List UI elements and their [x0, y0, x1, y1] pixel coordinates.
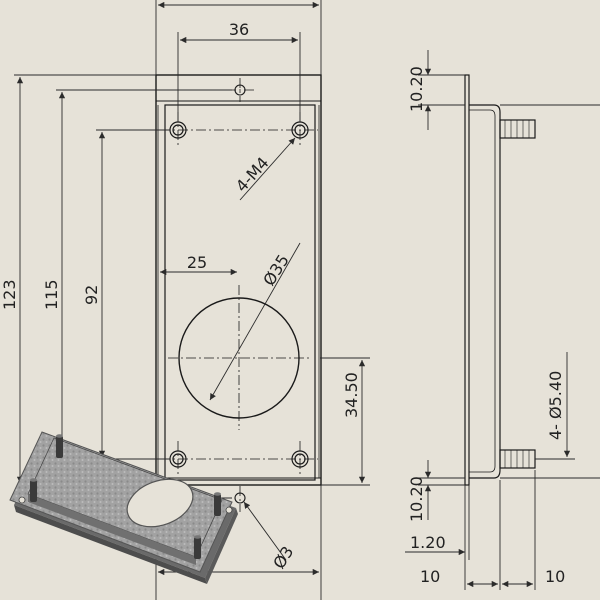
dim-height-92: 92 [82, 285, 101, 305]
side-flange [464, 74, 470, 486]
side-view [464, 74, 536, 486]
dim-side-10-left: 10 [420, 567, 440, 586]
dim-flange-top: 10.20 [407, 66, 426, 112]
dim-height-123: 123 [0, 279, 19, 310]
dim-flange-bottom: 10.20 [407, 476, 426, 522]
dim-stud-dia: 4- Ø5.40 [546, 371, 565, 440]
dim-hole-offset: 25 [187, 253, 207, 272]
iso-preview [9, 431, 238, 584]
dim-side-10-right: 10 [545, 567, 565, 586]
iso-big-hole [126, 478, 194, 528]
stud-top [499, 119, 536, 139]
box-outline [164, 104, 316, 481]
plate-outline [155, 74, 322, 486]
dim-center-34-50: 34.50 [342, 372, 361, 418]
dim-hole-spacing: 36 [229, 20, 249, 39]
side-dimension-text: 10.20 10.20 1.20 10 10 105 4- Ø5.40 [407, 66, 600, 586]
dim-thickness: 1.20 [410, 533, 446, 552]
dim-height-115: 115 [42, 279, 61, 310]
dim-side-105: 105 [598, 290, 600, 321]
side-body [469, 104, 501, 479]
side-dimensions [405, 50, 600, 590]
